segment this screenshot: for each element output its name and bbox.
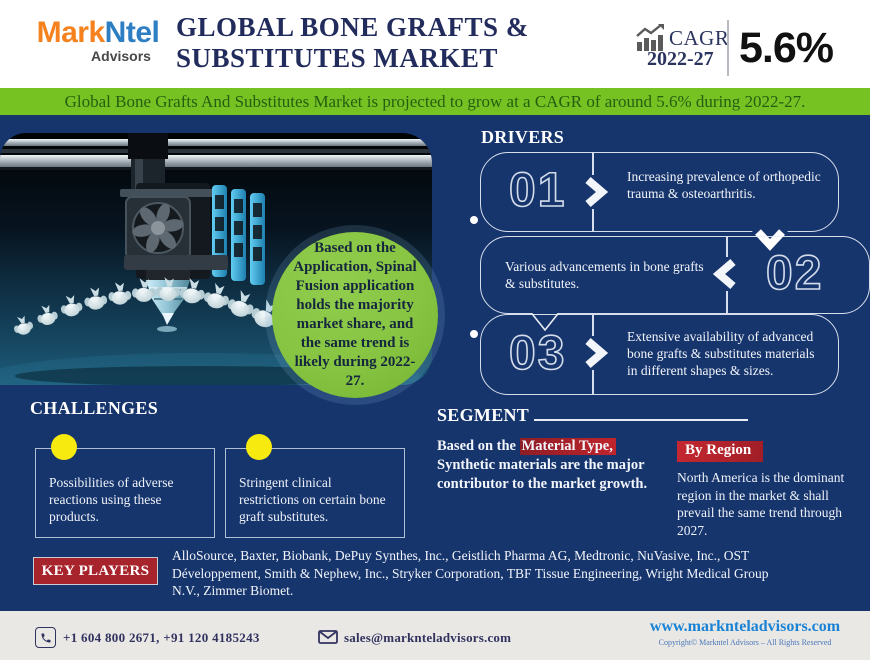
material-rest: Synthetic materials are the major contri…: [437, 457, 648, 492]
summary-banner: Global Bone Grafts And Substitutes Marke…: [0, 88, 870, 115]
header-bar: MarkNtel Advisors GLOBAL BONE GRAFTS & S…: [0, 0, 870, 88]
page-title-line2: SUBSTITUTES MARKET: [176, 43, 498, 73]
challenge-2-bullet: [246, 434, 272, 460]
key-players-list: AlloSource, Baxter, Biobank, DePuy Synth…: [172, 548, 769, 598]
mail-icon: [318, 630, 338, 644]
driver-1-dot: [470, 216, 478, 224]
segment-material-text: Based on the Material Type, Synthetic ma…: [437, 437, 675, 494]
footer-bar: [0, 611, 870, 660]
website-block: www.marknteladvisors.com Copyright© Mark…: [640, 618, 850, 647]
material-highlight: Material Type,: [519, 438, 616, 455]
challenge-2-text: Stringent clinical restrictions on certa…: [239, 475, 386, 524]
phone-numbers[interactable]: +1 604 800 2671, +91 120 4185243: [63, 630, 260, 645]
challenge-item-1: Possibilities of adverse reactions using…: [35, 448, 215, 538]
segment-heading-rule: [534, 419, 748, 421]
segment-heading: SEGMENT: [437, 405, 530, 425]
region-label-badge: By Region: [677, 441, 764, 462]
bar-chart-growth-icon: [636, 24, 664, 51]
driver-3-chevron-right-icon: [585, 336, 609, 370]
phone-icon: [35, 627, 56, 648]
cagr-divider: [727, 20, 729, 76]
material-lead: Based on the: [437, 438, 520, 454]
copyright-text: Copyright© Markntel Advisors – All Right…: [658, 638, 832, 647]
drivers-heading: DRIVERS: [481, 127, 565, 147]
challenges-heading: CHALLENGES: [30, 398, 159, 418]
driver-item-1: 01 Increasing prevalence of orthopedic t…: [480, 152, 839, 232]
page-title: GLOBAL BONE GRAFTS & SUBSTITUTES MARKET: [176, 12, 616, 74]
logo-part1: Mark: [36, 16, 106, 49]
driver-2-text: Various advancements in bone grafts & su…: [505, 259, 704, 291]
driver-1-chevron-right-icon: [585, 175, 609, 209]
application-note-text: Based on the Application, Spinal Fusion …: [293, 240, 417, 389]
website-link[interactable]: www.marknteladvisors.com: [649, 618, 841, 635]
driver-item-3: 03 Extensive availability of advanced bo…: [480, 314, 839, 395]
application-note-circle: Based on the Application, Spinal Fusion …: [272, 232, 438, 398]
cagr-period: 2022-27: [647, 48, 714, 70]
logo: MarkNtel Advisors: [28, 16, 168, 65]
challenge-1-text: Possibilities of adverse reactions using…: [49, 475, 174, 524]
cagr-block: CAGR 2022-27 5.6%: [615, 20, 845, 78]
page-title-line1: GLOBAL BONE GRAFTS &: [176, 12, 529, 42]
logo-part2: Ntel: [104, 16, 160, 49]
logo-subtitle: Advisors: [91, 48, 151, 64]
cagr-value: 5.6%: [739, 24, 834, 72]
driver-item-2: 02 Various advancements in bone grafts &…: [480, 236, 870, 314]
driver-2-chevron-left-icon: [712, 257, 736, 291]
email-address[interactable]: sales@marknteladvisors.com: [344, 630, 512, 645]
key-players-badge: KEY PLAYERS: [33, 557, 158, 585]
tail-notch-icon: [528, 310, 562, 332]
driver-1-text: Increasing prevalence of orthopedic trau…: [627, 169, 821, 201]
driver-3-text: Extensive availability of advanced bone …: [627, 329, 815, 378]
driver-1-number: 01: [508, 164, 567, 217]
region-text: North America is the dominant region in …: [677, 470, 845, 538]
cagr-label: CAGR: [669, 26, 730, 50]
challenge-1-bullet: [51, 434, 77, 460]
driver-3-dot: [470, 330, 478, 338]
challenge-item-2: Stringent clinical restrictions on certa…: [225, 448, 405, 538]
driver-2-number: 02: [765, 247, 824, 300]
driver-3-number: 03: [508, 327, 567, 380]
